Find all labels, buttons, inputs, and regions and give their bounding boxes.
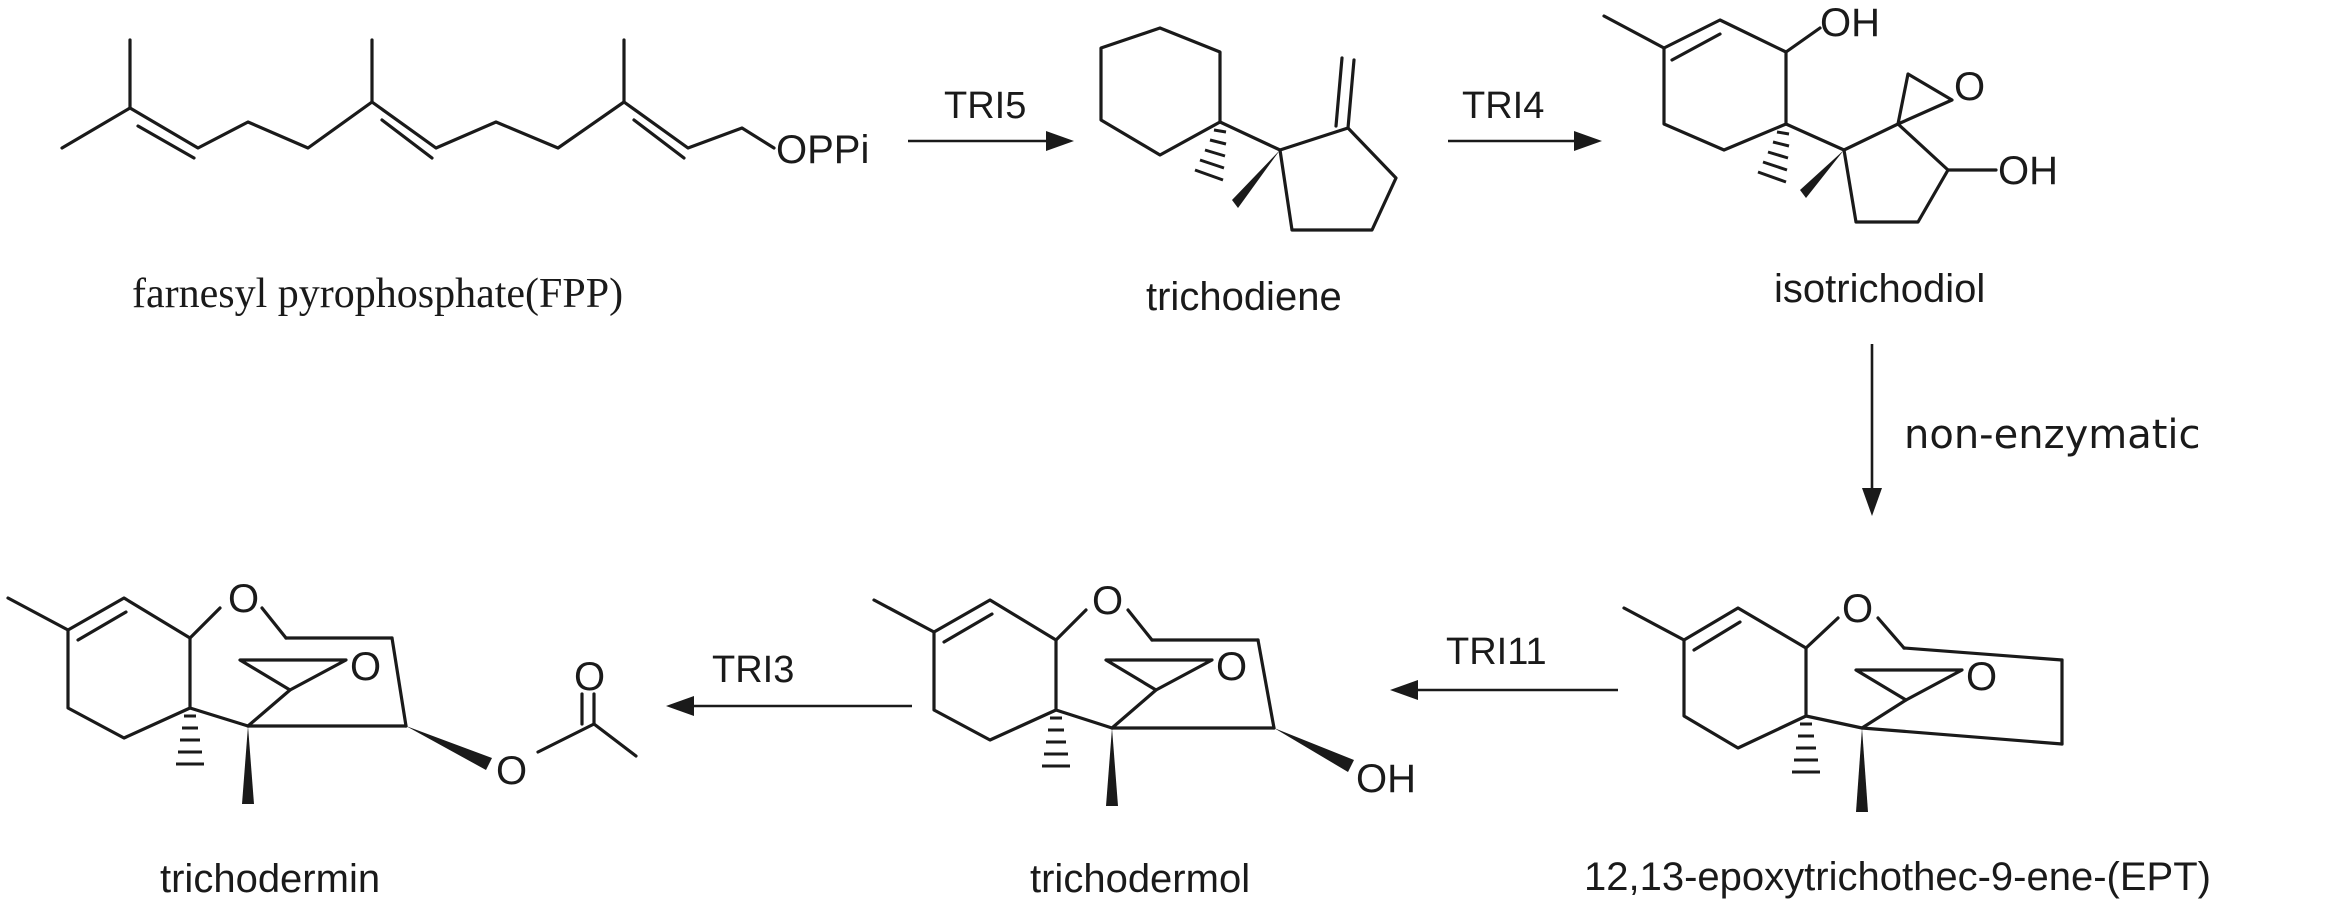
trichodermol-label: trichodermol [1030,857,1250,901]
trichodermin-ester-o: O [496,749,527,793]
trichodermin-structure: O O O O [6,577,638,804]
trichodermin-carbonyl-o: O [574,655,605,699]
tri3-label: TRI3 [712,649,794,691]
isotrichodiol-epoxide-o: O [1954,65,1985,109]
isotrichodiol-structure: OH O OH [1602,1,2058,224]
trichodermol-structure: O O OH [872,579,1416,806]
tri11-label: TRI11 [1446,631,1547,673]
ept-label: 12,13-epoxytrichothec-9-ene-(EPT) [1584,855,2211,899]
tri5-label: TRI5 [944,85,1026,127]
arrow-tri5 [908,131,1074,151]
fpp-label: farnesyl pyrophosphate(FPP) [132,271,623,317]
trichodiene-structure [1099,26,1398,232]
isotrichodiol-label: isotrichodiol [1774,267,1985,311]
trichodermol-oh: OH [1356,757,1416,801]
arrow-tri4 [1448,131,1602,151]
arrow-non-enzymatic [1862,344,1882,516]
arrow-tri11 [1390,680,1618,700]
ept-epoxide-o: O [1966,655,1997,699]
isotrichodiol-oh-top: OH [1820,1,1880,45]
trichodermin-epoxide-o: O [350,645,381,689]
arrow-tri3 [666,696,912,716]
trichodiene-label: trichodiene [1146,275,1342,319]
fpp-opp-group: OPPi [776,128,869,172]
trichodermin-label: trichodermin [160,857,380,901]
ept-ring-o: O [1842,587,1873,631]
trichodermol-ring-o: O [1092,579,1123,623]
isotrichodiol-oh-right: OH [1998,149,2058,193]
ept-structure: O O [1622,587,2064,812]
trichodermol-epoxide-o: O [1216,645,1247,689]
trichodermin-ring-o: O [228,577,259,621]
fpp-structure: OPPi [60,38,869,172]
non-enzymatic-label: non-enzymatic [1904,412,2201,458]
tri4-label: TRI4 [1462,85,1544,127]
